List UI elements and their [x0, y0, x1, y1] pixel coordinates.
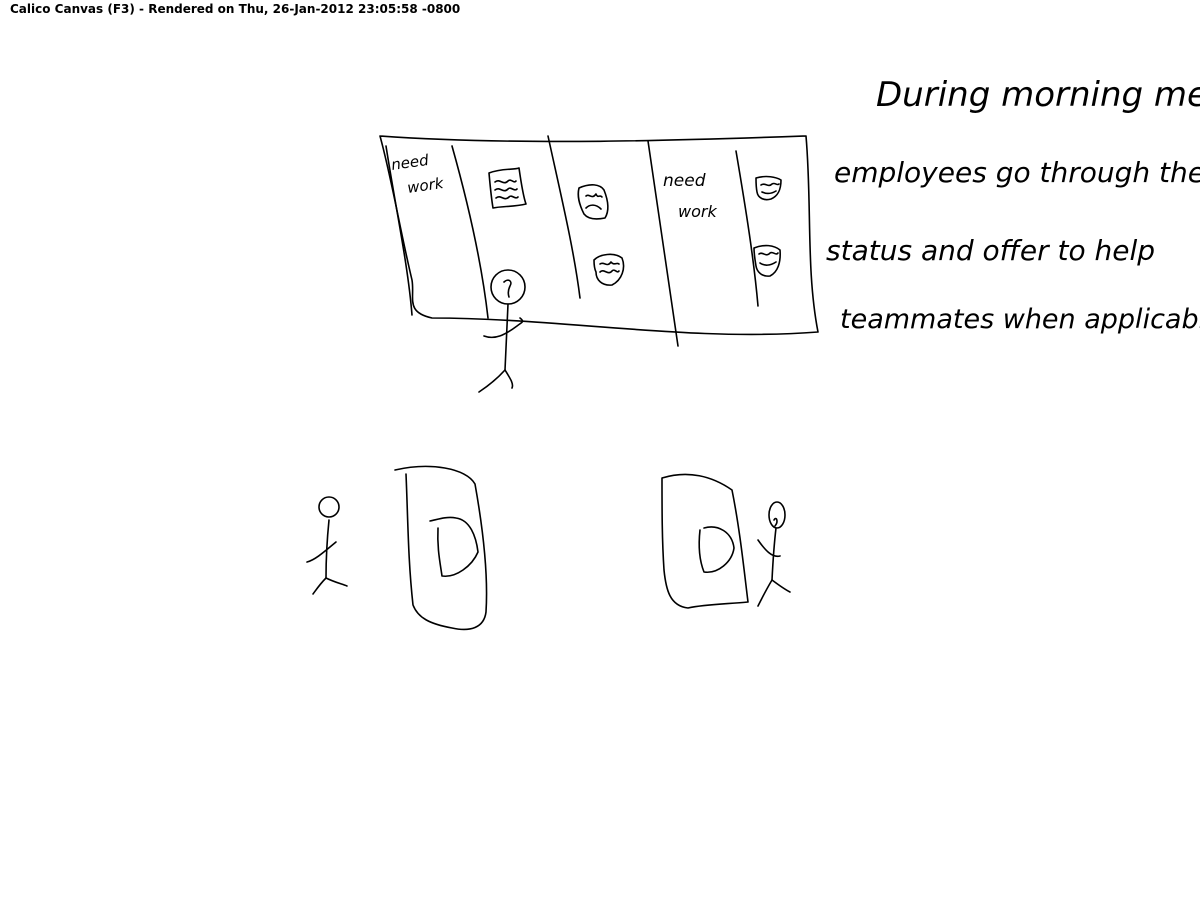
note-line: During morning meetings [876, 75, 1200, 115]
note-line: employees go through their [834, 156, 1200, 189]
column-label-line1: need [390, 151, 430, 174]
handwritten-note: During morning meetings employees go thr… [826, 75, 1200, 335]
column-divider [385, 145, 413, 316]
sticky-note[interactable] [755, 175, 782, 201]
person-at-board [478, 269, 526, 393]
note-line: teammates when applicable. [840, 304, 1200, 335]
column-label-line1: need [663, 171, 706, 191]
person-right [757, 501, 791, 607]
task-board: need work need work [379, 135, 819, 393]
column-divider [451, 145, 489, 319]
canvas-title: Calico Canvas (F3) - Rendered on Thu, 26… [10, 2, 461, 16]
door-left [394, 465, 488, 631]
sticky-note[interactable] [753, 244, 781, 277]
sticky-note[interactable] [488, 167, 527, 209]
column-divider [647, 140, 679, 347]
door-right [661, 473, 749, 609]
column-divider [547, 135, 581, 299]
column-label-line2: work [406, 174, 446, 197]
sticky-note[interactable] [577, 184, 609, 220]
board-outline [379, 135, 819, 336]
column-label-line2: work [678, 202, 717, 221]
person-left [306, 496, 348, 595]
note-line: status and offer to help [826, 234, 1155, 267]
column-divider [735, 150, 759, 307]
sticky-note[interactable] [593, 253, 625, 286]
